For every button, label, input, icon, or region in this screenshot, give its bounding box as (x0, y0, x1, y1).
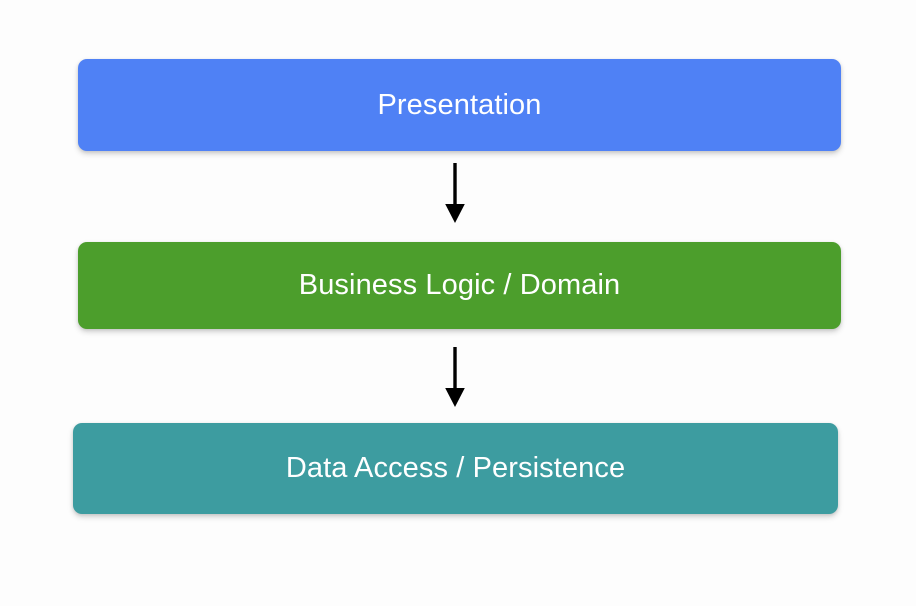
arrow-presentation-to-business-icon (445, 163, 465, 223)
layer-node-data-access-persistence[interactable]: Data Access / Persistence (73, 423, 838, 514)
layer-label-data-access-persistence: Data Access / Persistence (285, 452, 626, 484)
arrow-business-to-data-access-icon (445, 347, 465, 407)
layer-label-business-logic-domain: Business Logic / Domain (298, 269, 621, 301)
layer-node-business-logic-domain[interactable]: Business Logic / Domain (78, 242, 841, 329)
arrow-head (445, 388, 465, 407)
layer-label-presentation: Presentation (377, 88, 542, 121)
arrow-head (445, 204, 465, 223)
layer-node-presentation[interactable]: Presentation (78, 59, 841, 151)
